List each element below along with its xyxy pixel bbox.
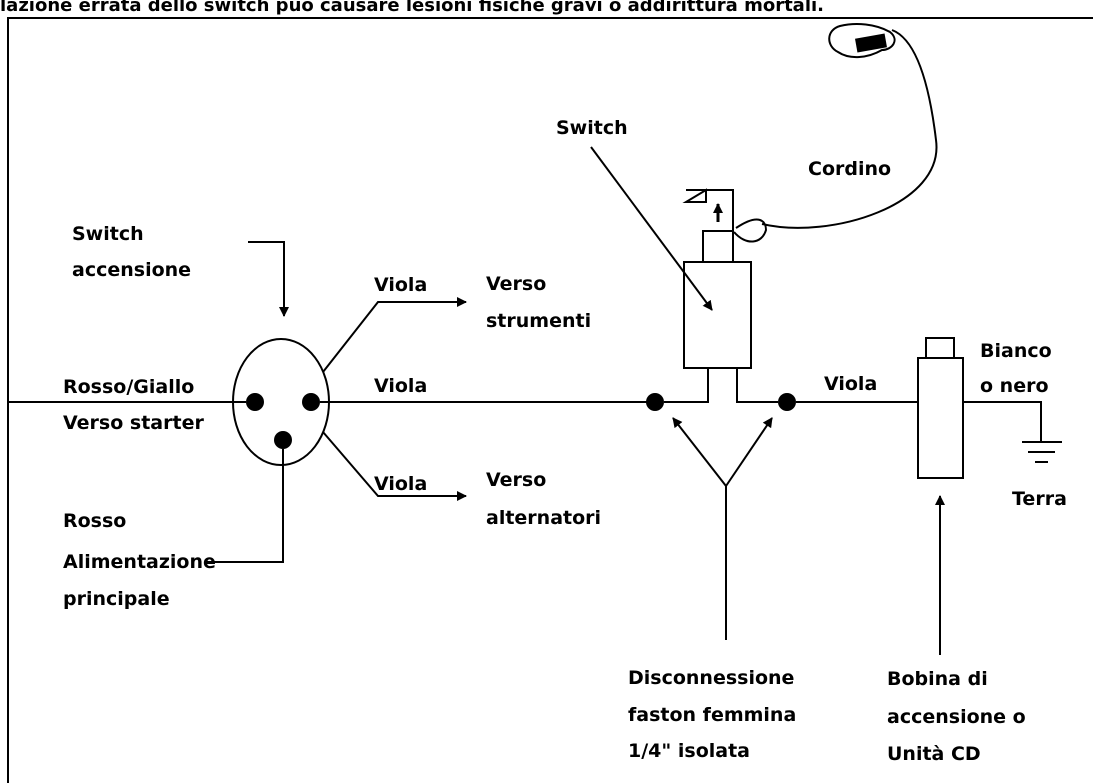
label-verso-strumenti-2: strumenti <box>486 310 591 332</box>
lanyard-cord <box>733 29 938 243</box>
lanyard-clip <box>828 23 896 58</box>
label-bobina-3: Unità CD <box>887 743 981 765</box>
label-cordino: Cordino <box>808 158 891 180</box>
arrow-switch-accensione <box>248 241 289 317</box>
label-alimentazione: Alimentazione <box>63 551 216 573</box>
label-principale: principale <box>63 588 170 610</box>
kill-switch-clip <box>682 188 734 230</box>
ignition-terminal-right <box>302 393 320 411</box>
ignition-coil-top <box>925 337 955 359</box>
label-verso-alternatori-1: Verso <box>486 469 546 491</box>
faston-left <box>646 393 664 411</box>
label-viola-top: Viola <box>374 274 427 296</box>
kill-switch-lead-left <box>664 368 709 403</box>
label-viola-right: Viola <box>824 373 877 395</box>
label-bianco-1: Bianco <box>980 340 1052 362</box>
arrow-faston-right <box>725 417 773 487</box>
label-switch: Switch <box>556 117 628 139</box>
label-disconnessione-2: faston femmina <box>628 704 796 726</box>
label-bobina-1: Bobina di <box>887 668 988 690</box>
label-verso-starter: Verso starter <box>63 412 204 434</box>
label-switch-accensione-1: Switch <box>72 223 144 245</box>
label-terra: Terra <box>1012 488 1067 510</box>
kill-switch-cap <box>702 230 734 263</box>
ignition-coil-body <box>917 357 964 479</box>
label-disconnessione-3: 1/4" isolata <box>628 740 750 762</box>
faston-right <box>778 393 796 411</box>
label-rosso: Rosso <box>63 510 126 532</box>
label-bianco-2: o nero <box>980 375 1049 397</box>
label-verso-strumenti-1: Verso <box>486 273 546 295</box>
wire-rosso <box>207 449 284 563</box>
ignition-terminal-left <box>246 393 264 411</box>
label-viola-bottom: Viola <box>374 473 427 495</box>
kill-switch-body <box>683 261 752 369</box>
wire-viola-strumenti <box>322 297 467 373</box>
wire-viola-alternatori <box>322 431 467 501</box>
label-viola-mid: Viola <box>374 375 427 397</box>
arrow-faston-left <box>672 417 727 487</box>
diagram-frame <box>7 17 1093 783</box>
label-bobina-2: accensione o <box>887 706 1026 728</box>
label-rosso-giallo: Rosso/Giallo <box>63 376 194 398</box>
warning-text: lazione errata dello switch può causare … <box>0 0 824 16</box>
wire-ground <box>963 401 1042 442</box>
kill-switch-lead-right <box>736 368 778 403</box>
lanyard-clip-band <box>855 33 887 53</box>
label-switch-accensione-2: accensione <box>72 259 191 281</box>
label-disconnessione-1: Disconnessione <box>628 667 794 689</box>
label-verso-alternatori-2: alternatori <box>486 507 601 529</box>
arrow-switch <box>590 146 713 311</box>
ignition-terminal-bottom <box>274 431 292 449</box>
